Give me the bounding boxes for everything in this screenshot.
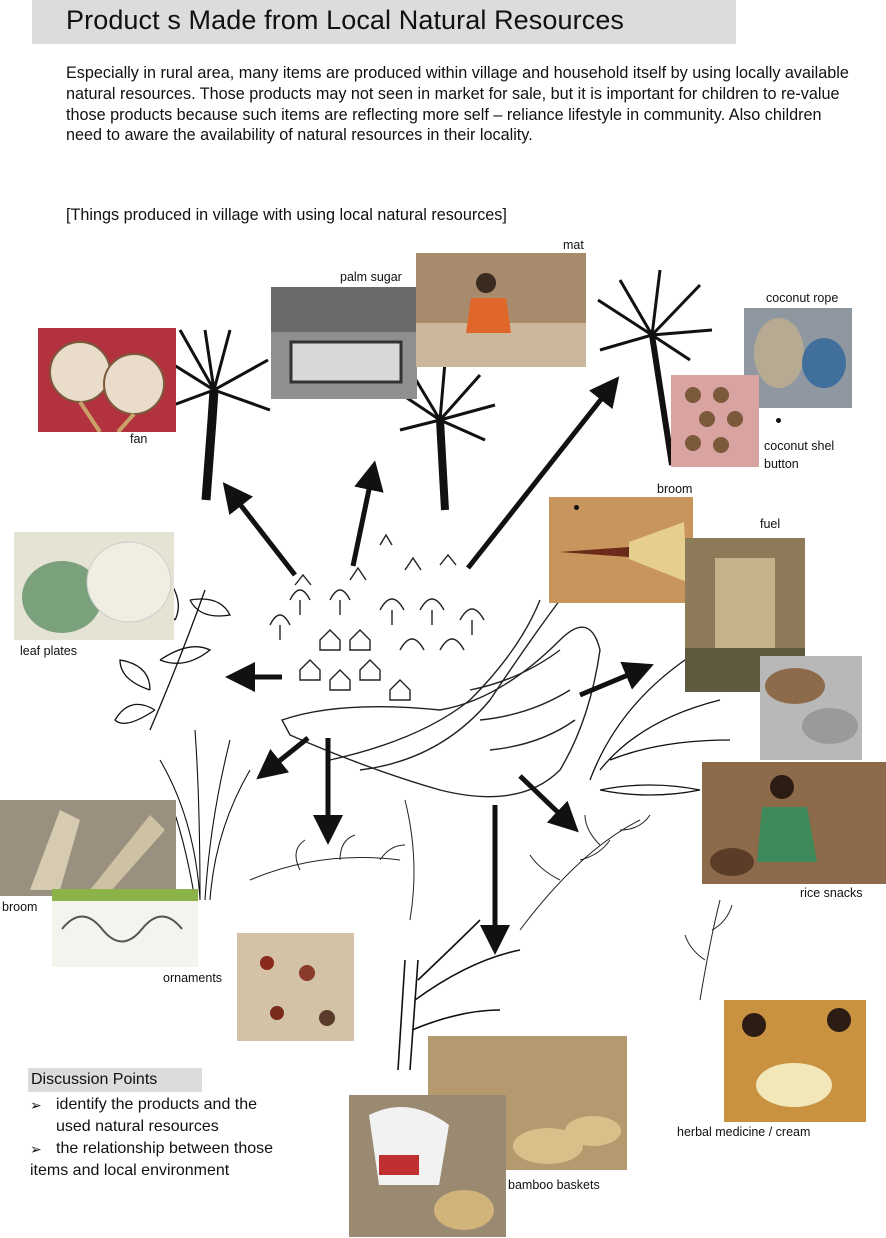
label-coconut-rope: coconut rope xyxy=(766,291,839,305)
date-palm-sketch xyxy=(394,361,496,511)
baskets-icon xyxy=(513,1116,621,1164)
ornaments-icon xyxy=(52,889,198,943)
discussion-point-line1: identify the products and the xyxy=(56,1096,258,1113)
fan-icon xyxy=(49,341,165,432)
arrow-to-herbal xyxy=(518,774,579,833)
buttons-icon xyxy=(685,387,743,453)
cooking-pan-icon xyxy=(271,287,417,384)
woman-cooking-icon xyxy=(710,775,817,876)
discussion-list: ➢ identify the products and the used nat… xyxy=(30,1094,330,1182)
intro-paragraph: Especially in rural area, many items are… xyxy=(66,64,849,145)
rice-snacks-photo xyxy=(702,762,886,884)
subheading: [Things produced in village with using l… xyxy=(66,206,507,224)
coconut-rope-photo xyxy=(744,308,852,408)
broom-left-photo xyxy=(0,800,176,896)
broom-icon xyxy=(559,522,687,582)
discussion-point-line1: the relationship between those xyxy=(56,1140,274,1157)
bullet-dot xyxy=(574,505,579,510)
label-fuel: fuel xyxy=(760,517,781,531)
palm-sugar-photo xyxy=(271,287,417,399)
label-coconut-shell-button-2: button xyxy=(764,457,799,471)
discussion-point-line2: used natural resources xyxy=(56,1118,219,1135)
basket-weaver-photo xyxy=(349,1095,506,1237)
palm-tree-sketch xyxy=(149,329,271,501)
mat-photo xyxy=(416,253,586,367)
label-mat: mat xyxy=(563,238,584,252)
fan-photo xyxy=(38,328,176,432)
women-grinding-icon xyxy=(742,1008,851,1107)
label-palm-sugar: palm sugar xyxy=(340,270,402,284)
leaf-plate-icon xyxy=(22,541,172,633)
label-leaf-plates: leaf plates xyxy=(20,644,77,658)
arrow-bullet-icon: ➢ xyxy=(30,1141,42,1157)
grass-sketch xyxy=(159,729,251,901)
bullet-dot xyxy=(776,418,781,423)
label-broom-left: broom xyxy=(2,900,38,914)
label-bamboo-baskets: bamboo baskets xyxy=(508,1178,600,1192)
arrow-bullet-icon: ➢ xyxy=(30,1097,42,1113)
discussion-point: ➢ the relationship between those items a… xyxy=(30,1138,330,1182)
label-broom-top: broom xyxy=(657,482,693,496)
arrow-to-fan xyxy=(222,482,297,577)
bowls-icon xyxy=(765,668,858,744)
arrow-to-palm-sugar xyxy=(350,460,384,567)
label-fan: fan xyxy=(130,432,148,446)
leaf-plates-photo xyxy=(14,532,174,640)
seeds-photo xyxy=(237,933,354,1041)
rice-bowls-photo xyxy=(760,656,862,760)
woman-weaving-basket-icon xyxy=(369,1107,494,1230)
rope-icon xyxy=(754,318,846,388)
label-ornaments: ornaments xyxy=(163,971,223,985)
coconut-tree-sketch xyxy=(597,269,713,466)
coconut-button-photo xyxy=(671,375,759,467)
label-rice-snacks: rice snacks xyxy=(800,886,863,900)
herbal-photo xyxy=(724,1000,866,1122)
fuel-photo xyxy=(685,538,805,692)
discussion-heading: Discussion Points xyxy=(28,1068,202,1092)
page-title: Product s Made from Local Natural Resour… xyxy=(66,5,625,35)
rice-plant-sketch xyxy=(589,649,731,796)
seed-plant-sketch xyxy=(249,799,415,921)
village-sketch xyxy=(269,533,601,798)
arrows xyxy=(222,376,654,955)
discussion-point-line2: items and local environment xyxy=(30,1162,230,1179)
label-herbal-medicine: herbal medicine / cream xyxy=(677,1125,811,1139)
herbal-branch-sketch xyxy=(519,814,733,1001)
person-weaving-icon xyxy=(416,273,586,367)
title-bar: Product s Made from Local Natural Resour… xyxy=(32,0,736,44)
arrow-to-broom xyxy=(256,736,310,780)
arrow-to-rice xyxy=(579,661,654,698)
arrow-to-coconut xyxy=(466,376,620,570)
seeds-icon xyxy=(260,956,335,1026)
ornaments-photo xyxy=(52,889,198,967)
broom-top-photo xyxy=(549,497,693,603)
discussion-point: ➢ identify the products and the used nat… xyxy=(30,1094,330,1138)
grass-broom-icon xyxy=(30,810,165,892)
label-coconut-shell-button-1: coconut shel xyxy=(764,439,835,453)
